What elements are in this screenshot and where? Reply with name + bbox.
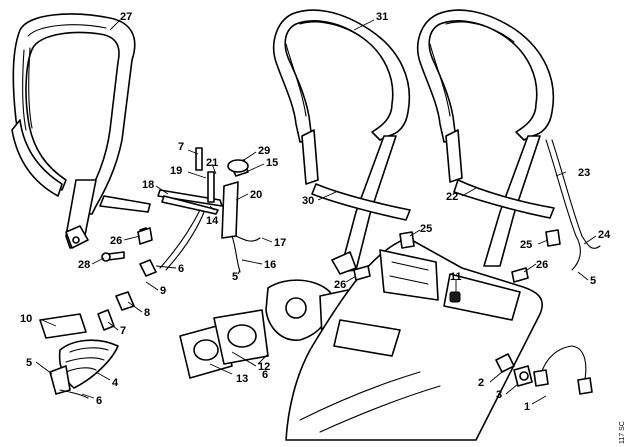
callout-6: 6 bbox=[96, 395, 102, 407]
flange-gasket-group bbox=[179, 309, 269, 379]
callout-labels: 27 31 7 29 19 21 15 18 20 14 17 16 5 26 … bbox=[20, 11, 611, 413]
callout-26: 26 bbox=[536, 259, 548, 271]
callout-17: 17 bbox=[274, 237, 286, 249]
handlebar-22-23 bbox=[416, 9, 601, 271]
callout-18: 18 bbox=[142, 179, 154, 191]
callout-31: 31 bbox=[376, 11, 388, 23]
callout-25: 25 bbox=[520, 239, 532, 251]
callout-30: 30 bbox=[302, 195, 314, 207]
screws bbox=[137, 227, 561, 303]
callout-29: 29 bbox=[258, 145, 270, 157]
callout-15: 15 bbox=[266, 157, 278, 169]
housing-assembly bbox=[265, 237, 544, 441]
buffer-parts bbox=[495, 345, 593, 395]
drawing-code: 117 SC bbox=[619, 421, 626, 444]
callout-5: 5 bbox=[26, 357, 32, 369]
callout-6: 6 bbox=[262, 369, 268, 381]
callout-7: 7 bbox=[178, 141, 184, 153]
callout-7: 7 bbox=[120, 325, 126, 337]
callout-6: 6 bbox=[178, 263, 184, 275]
callout-12: 12 bbox=[258, 361, 270, 373]
callout-25: 25 bbox=[420, 223, 432, 235]
callout-20: 20 bbox=[250, 189, 262, 201]
callout-11: 11 bbox=[450, 271, 462, 283]
callout-14: 14 bbox=[206, 215, 219, 227]
callout-19: 19 bbox=[170, 165, 182, 177]
callout-16: 16 bbox=[264, 259, 276, 271]
heating-element-group bbox=[157, 147, 261, 273]
callout-24: 24 bbox=[598, 229, 611, 241]
callout-28: 28 bbox=[78, 259, 90, 271]
callout-26: 26 bbox=[110, 235, 122, 247]
callout-3: 3 bbox=[496, 389, 502, 401]
callout-13: 13 bbox=[236, 373, 248, 385]
callout-27: 27 bbox=[120, 11, 132, 23]
callout-1: 1 bbox=[524, 401, 530, 413]
callout-22: 22 bbox=[446, 191, 458, 203]
callout-4: 4 bbox=[112, 377, 119, 389]
callout-10: 10 bbox=[20, 313, 32, 325]
leader-lines bbox=[35, 19, 597, 405]
callout-21: 21 bbox=[206, 157, 218, 169]
heating-plate-group bbox=[39, 313, 119, 399]
callout-5: 5 bbox=[590, 275, 596, 287]
callout-8: 8 bbox=[144, 307, 150, 319]
handlebar-31 bbox=[272, 9, 411, 275]
callout-23: 23 bbox=[578, 167, 590, 179]
callout-9: 9 bbox=[160, 285, 166, 297]
callout-5: 5 bbox=[232, 271, 238, 283]
callout-2: 2 bbox=[478, 377, 484, 389]
callout-26: 26 bbox=[334, 279, 346, 291]
handlebar-27 bbox=[11, 13, 151, 249]
